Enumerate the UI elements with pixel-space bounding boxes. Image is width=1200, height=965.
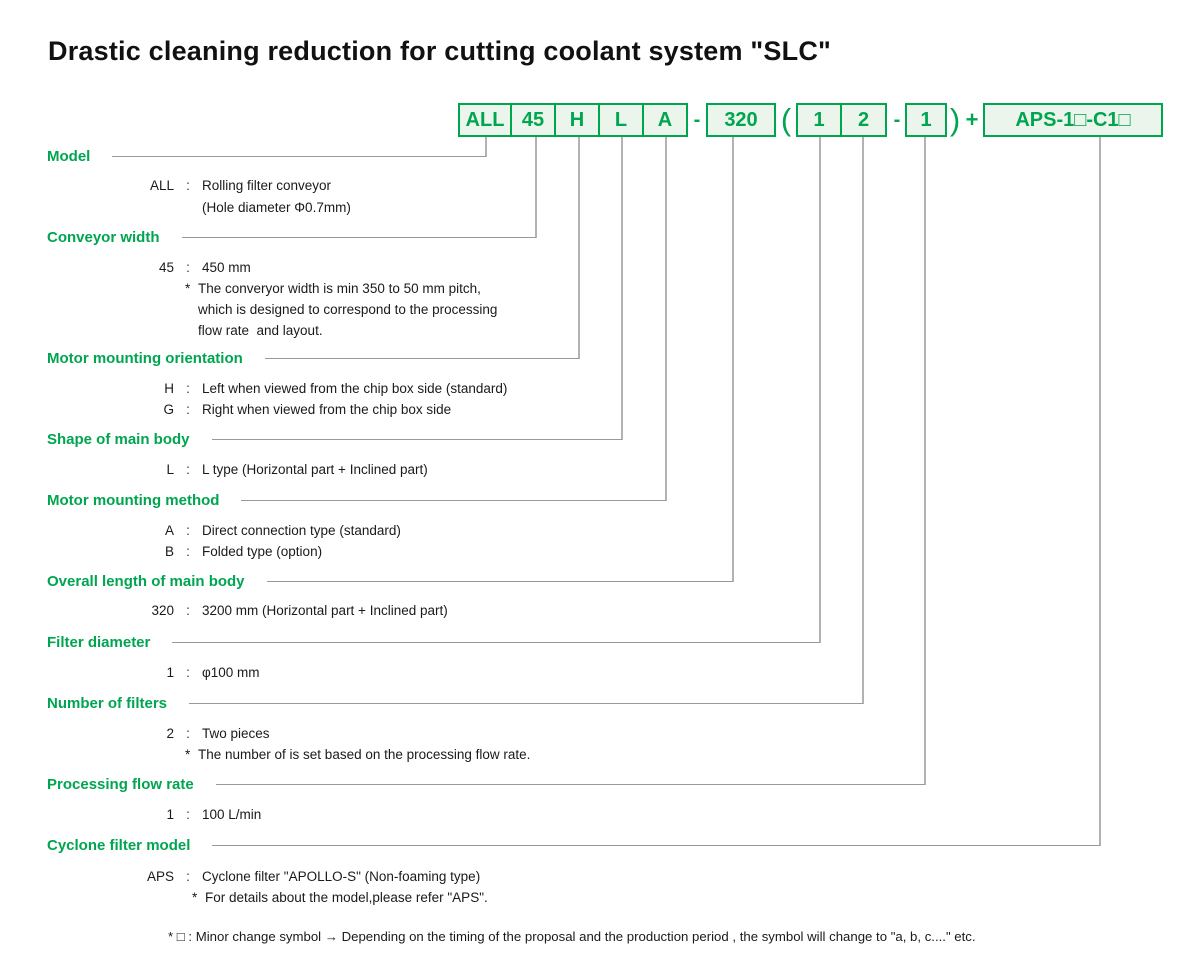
entry-diameter-1: 1:φ100 mm bbox=[166, 665, 260, 680]
leader-line bbox=[172, 641, 820, 643]
code-box-group-length: 320 bbox=[706, 103, 776, 137]
leader-line bbox=[241, 499, 666, 501]
code-box-320: 320 bbox=[706, 103, 776, 137]
leader-line bbox=[189, 702, 863, 704]
entry-orientation-g: G:Right when viewed from the chip box si… bbox=[163, 402, 452, 417]
leader-line bbox=[211, 438, 622, 440]
section-heading-cyclone-filter: Cyclone filter model bbox=[47, 834, 1100, 856]
leader-line bbox=[266, 580, 733, 582]
code-box-a: A bbox=[642, 103, 688, 137]
entry-model-all: ALL:Rolling filter conveyor bbox=[149, 178, 332, 193]
section-heading-filter-diameter: Filter diameter bbox=[47, 631, 820, 653]
entry-shape-l: L:L type (Horizontal part + Inclined par… bbox=[166, 462, 428, 477]
code-box-group-cyclone: APS-1□-C1□ bbox=[983, 103, 1163, 137]
note-filters: *The number of is set based on the proce… bbox=[185, 747, 531, 762]
page-title: Drastic cleaning reduction for cutting c… bbox=[48, 36, 832, 66]
code-box-filter-num: 2 bbox=[840, 103, 887, 137]
close-paren: ) bbox=[949, 102, 961, 137]
note-width: *The converyor width is min 350 to 50 mm… bbox=[185, 281, 481, 296]
entry-flow-1: 1:100 L/min bbox=[166, 807, 262, 822]
leader-line bbox=[215, 783, 925, 785]
code-box-group-flow: 1 bbox=[905, 103, 947, 137]
section-heading-conveyor-width: Conveyor width bbox=[47, 226, 536, 248]
leader-line bbox=[181, 236, 536, 238]
code-box-flow: 1 bbox=[905, 103, 947, 137]
code-box-all: ALL bbox=[458, 103, 512, 137]
code-box-45: 45 bbox=[510, 103, 556, 137]
note-width-cont-2: flow rate and layout. bbox=[198, 323, 323, 338]
code-box-group-filters: 1 2 bbox=[796, 103, 887, 137]
note-cyclone: *For details about the model,please refe… bbox=[192, 890, 488, 905]
entry-length-320: 320:3200 mm (Horizontal part + Inclined … bbox=[151, 603, 448, 618]
code-box-group-main: ALL 45 H L A bbox=[458, 103, 688, 137]
section-heading-motor-orientation: Motor mounting orientation bbox=[47, 347, 579, 369]
section-heading-overall-length: Overall length of main body bbox=[47, 570, 733, 592]
open-paren: ( bbox=[780, 102, 792, 137]
code-dash-1: - bbox=[693, 108, 701, 131]
code-box-aps: APS-1□-C1□ bbox=[983, 103, 1163, 137]
entry-method-a: A:Direct connection type (standard) bbox=[164, 523, 401, 538]
section-heading-processing-flow-rate: Processing flow rate bbox=[47, 773, 925, 795]
leader-line bbox=[264, 357, 579, 359]
entry-orientation-h: H:Left when viewed from the chip box sid… bbox=[164, 381, 508, 396]
code-box-filter-dia: 1 bbox=[796, 103, 842, 137]
plus-sign: + bbox=[965, 107, 979, 132]
minor-change-footnote: * □ : Minor change symbol → Depending on… bbox=[168, 929, 976, 944]
entry-filters-2: 2:Two pieces bbox=[166, 726, 270, 741]
leader-line bbox=[112, 155, 486, 157]
code-box-h: H bbox=[554, 103, 600, 137]
section-heading-number-of-filters: Number of filters bbox=[47, 692, 863, 714]
entry-cyclone-aps: APS:Cyclone filter "APOLLO-S" (Non-foami… bbox=[146, 869, 481, 884]
section-heading-motor-method: Motor mounting method bbox=[47, 489, 666, 511]
entry-method-b: B:Folded type (option) bbox=[164, 544, 323, 559]
entry-model-cont: (Hole diameter Φ0.7mm) bbox=[202, 200, 351, 215]
note-width-cont-1: which is designed to correspond to the p… bbox=[198, 302, 498, 317]
section-heading-shape: Shape of main body bbox=[47, 428, 622, 450]
model-code-row: ALL 45 H L A - 320 ( 1 2 - 1 ) + APS-1□-… bbox=[0, 102, 1200, 137]
entry-width-45: 45:450 mm bbox=[158, 260, 251, 275]
code-dash-2: - bbox=[893, 108, 901, 131]
section-heading-model: Model bbox=[47, 145, 486, 167]
leader-line bbox=[212, 844, 1100, 846]
code-box-l: L bbox=[598, 103, 644, 137]
